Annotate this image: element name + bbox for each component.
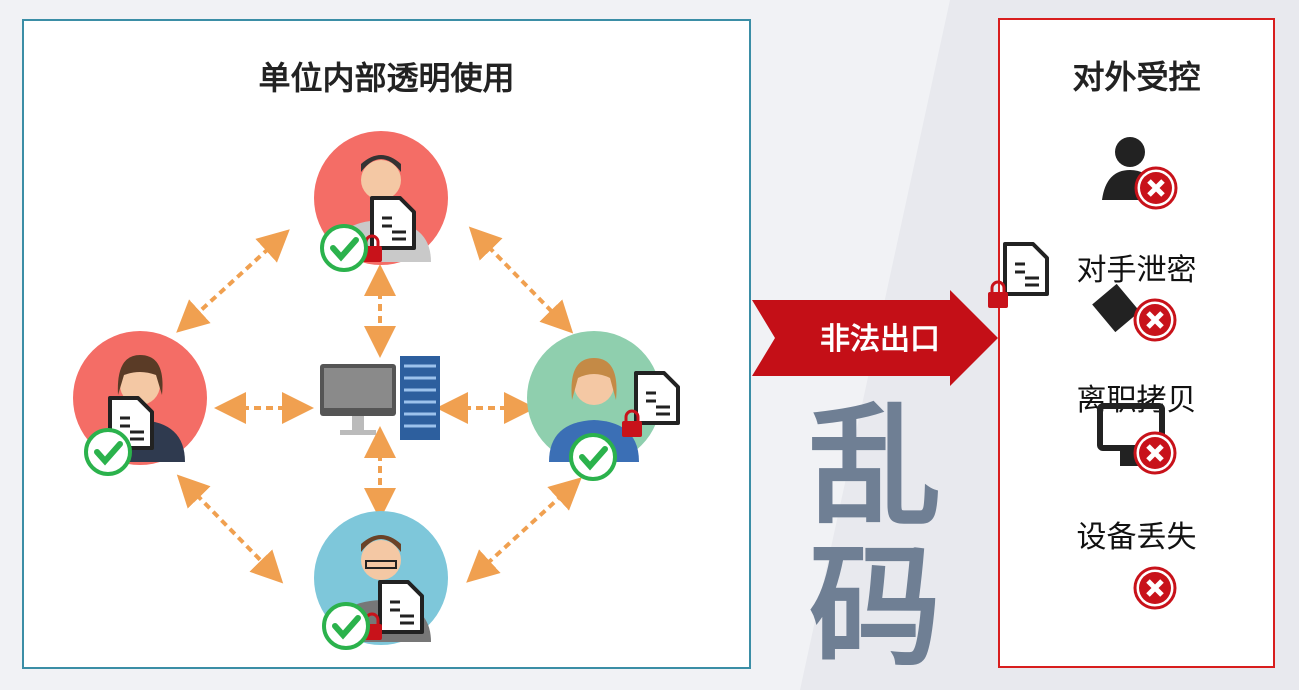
laptop-icon [1097,403,1175,473]
item-label-device-lost: 设备丢失 [1076,520,1197,555]
user-top [314,131,448,270]
arrow-top-right [468,226,574,334]
illegal-exit-label: 非法出口 [820,322,940,357]
person-icon [1102,137,1176,208]
computer-server-icon [320,356,440,440]
external-control-title: 对外受控 [1072,58,1201,96]
item-label-opponent-leak: 对手泄密 [1076,253,1197,288]
user-left [73,331,207,474]
internal-use-title: 单位内部透明使用 [258,59,515,97]
arrow-top-left [176,229,290,333]
arrow-bottom-right [466,477,582,583]
user-right [527,331,680,479]
usb-icon [1092,283,1175,340]
external-control-panel: 对外受控 对手泄密 离职拷贝 设备丢失 [998,18,1275,668]
locked-document-icon [986,242,1049,310]
x-mark-icon [1135,568,1175,608]
garbled-overlay: 乱码 [809,391,941,685]
illegal-exit-arrow [752,290,998,386]
item-label-resign-copy: 离职拷贝 [1076,383,1197,418]
user-bottom [314,511,448,648]
arrow-bottom-left [176,474,284,584]
